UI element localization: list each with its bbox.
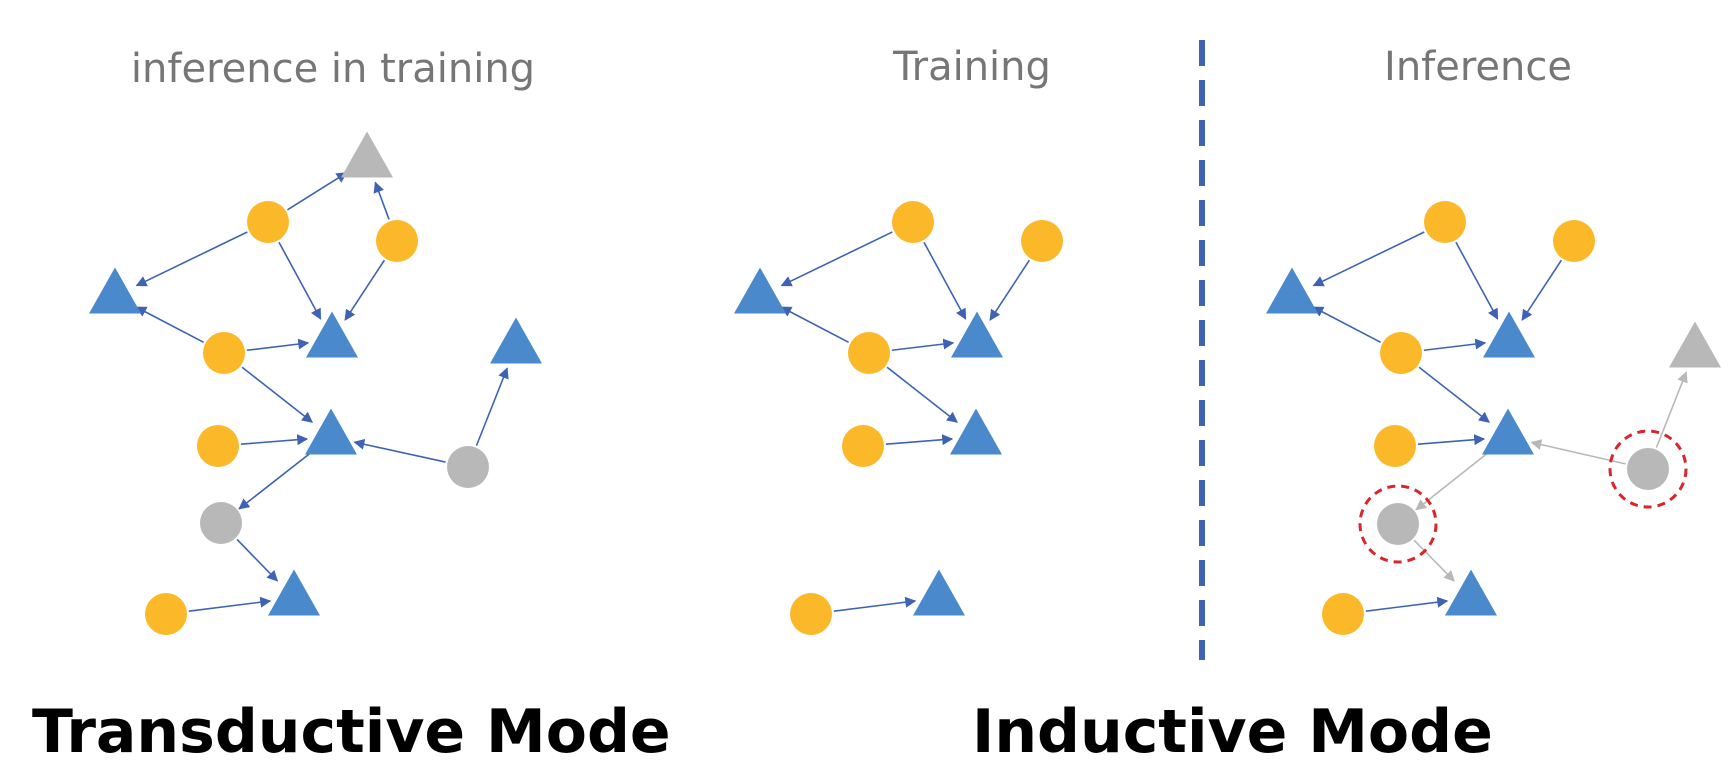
edge-arrow	[886, 366, 958, 423]
triangle-node	[951, 311, 1003, 358]
unseen-triangle-node	[341, 131, 393, 178]
unseen-circle-node	[200, 502, 242, 544]
unseen-triangle-node	[1669, 321, 1721, 368]
edge-arrow	[246, 338, 310, 352]
circle-node	[842, 425, 884, 467]
triangle-node	[306, 311, 358, 358]
edge-arrow	[278, 241, 322, 320]
caption-inference-in-training: inference in training	[131, 46, 535, 92]
edge-arrow	[1423, 338, 1487, 352]
unseen-edge-arrow	[1655, 371, 1688, 448]
edge-arrow	[373, 181, 390, 220]
edge-arrow	[1312, 231, 1425, 287]
circle-node	[145, 593, 187, 635]
edge-arrow	[885, 434, 954, 446]
edge-arrow	[1312, 306, 1381, 344]
edge-arrow	[135, 306, 204, 344]
circle-node	[197, 425, 239, 467]
edge-arrow	[238, 451, 313, 510]
caption-inference: Inference	[1384, 44, 1572, 90]
new-node-highlight-ring	[1358, 484, 1438, 564]
inference-graph	[1266, 201, 1721, 635]
circle-node	[848, 332, 890, 374]
triangle-node	[1482, 408, 1534, 455]
circle-node	[1553, 220, 1595, 262]
circle-node	[376, 220, 418, 262]
unseen-circle-node	[447, 446, 489, 488]
triangle-node	[89, 267, 141, 314]
circle-node	[1322, 593, 1364, 635]
edge-arrow	[833, 596, 917, 612]
circle-node	[892, 201, 934, 243]
circle-node	[1021, 220, 1063, 262]
transductive-graph	[89, 131, 542, 635]
triangle-node	[1266, 267, 1318, 314]
new-node-highlight-ring	[1608, 429, 1688, 509]
triangle-node	[490, 317, 542, 364]
title-inductive-mode: Inductive Mode	[972, 697, 1493, 767]
triangle-node	[1445, 569, 1497, 616]
edge-arrow	[475, 367, 509, 446]
caption-training: Training	[892, 44, 1051, 90]
edge-arrow	[240, 434, 309, 446]
triangle-node	[1483, 311, 1535, 358]
triangle-node	[305, 408, 357, 455]
edge-arrow	[236, 538, 279, 582]
training-graph	[734, 201, 1063, 635]
edge-arrow	[1521, 259, 1563, 321]
circle-node	[1424, 201, 1466, 243]
edge-arrow	[780, 231, 893, 287]
circle-node	[1380, 332, 1422, 374]
unseen-circle-node	[1627, 448, 1669, 490]
edge-arrow	[1455, 241, 1499, 320]
edge-arrow	[1365, 596, 1449, 612]
edge-arrow	[353, 438, 446, 463]
edge-arrow	[989, 259, 1031, 321]
edge-arrow	[188, 596, 272, 612]
edge-arrow	[780, 306, 849, 344]
triangle-node	[734, 267, 786, 314]
circle-node	[790, 593, 832, 635]
edge-arrow	[344, 259, 386, 321]
edge-arrow	[287, 172, 348, 211]
title-transductive-mode: Transductive Mode	[32, 697, 671, 767]
triangle-node	[950, 408, 1002, 455]
edge-arrow	[241, 366, 313, 423]
edge-arrow	[135, 231, 248, 287]
circle-node	[247, 201, 289, 243]
edge-arrow	[1417, 434, 1486, 446]
unseen-circle-node	[1377, 503, 1419, 545]
triangle-node	[268, 569, 320, 616]
circle-node	[1374, 425, 1416, 467]
edge-arrow	[891, 338, 955, 352]
circle-node	[203, 332, 245, 374]
edge-arrow	[923, 241, 967, 320]
edge-arrow	[1418, 366, 1490, 423]
unseen-edge-arrow	[1413, 539, 1455, 582]
triangle-node	[913, 569, 965, 616]
